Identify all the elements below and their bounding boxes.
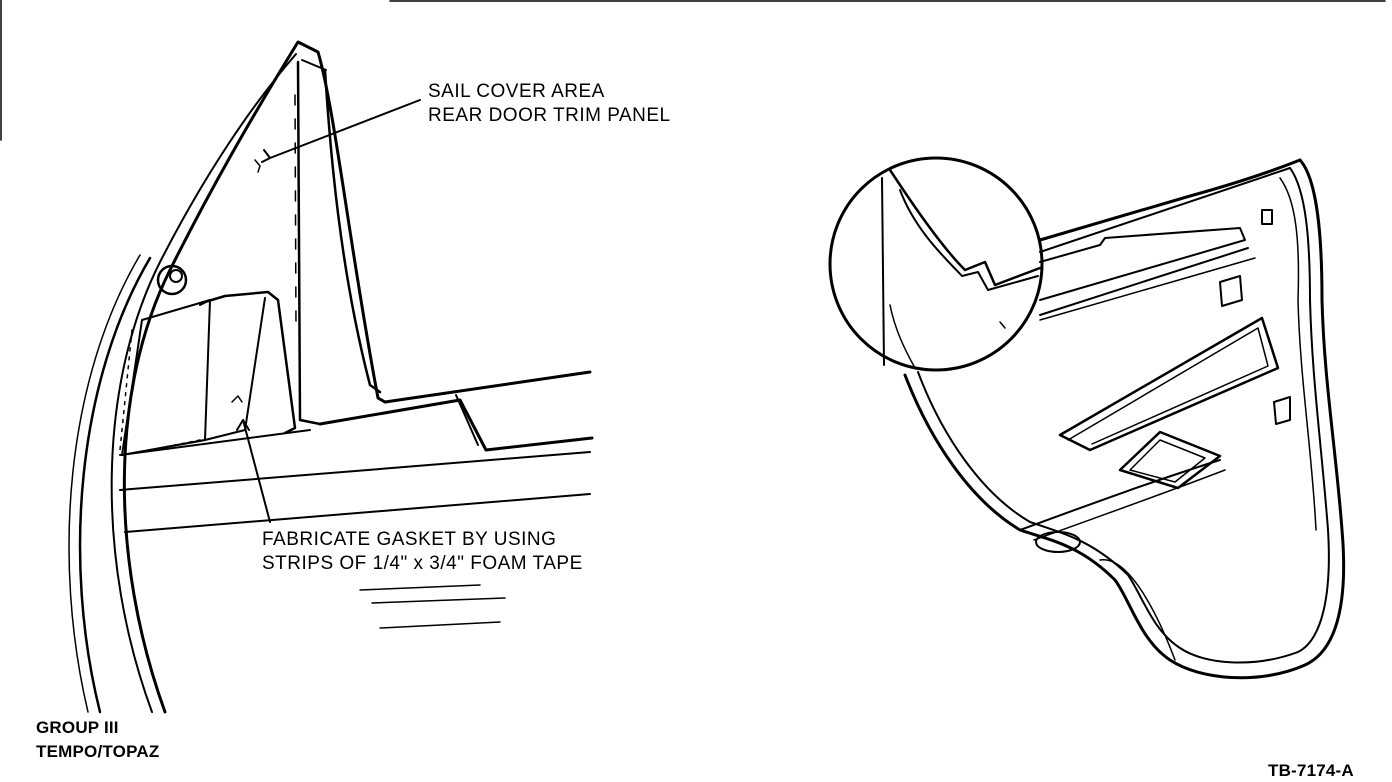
group-label-line2: TEMPO/TOPAZ [36,742,160,761]
detail-magnifier-circle [830,158,1042,370]
figure-id: TB-7174-A [1268,761,1354,780]
gasket-label-line1: FABRICATE GASKET BY USING [262,529,557,550]
sail-cover-label-line2: REAR DOOR TRIM PANEL [428,105,671,126]
sail-cover-label-line1: SAIL COVER AREA [428,81,605,102]
outer-frame-inner [112,54,296,712]
group-label-line1: GROUP III [36,718,119,737]
bolt-icon [158,266,186,294]
left-door-view [69,42,592,712]
gasket-leader [243,420,270,522]
sail-cover-leader [270,100,420,158]
gasket-label-line2: STRIPS OF 1/4" x 3/4" FOAM TAPE [262,553,583,574]
outer-frame [124,42,385,712]
right-trim-panel-view [830,158,1344,678]
